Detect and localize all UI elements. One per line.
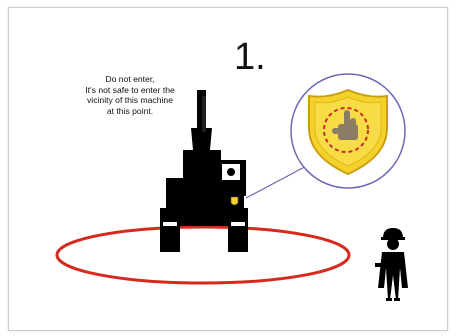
worker-icon xyxy=(375,228,408,301)
danger-zone-ellipse xyxy=(57,227,349,283)
machine-badge-icon xyxy=(231,197,238,205)
